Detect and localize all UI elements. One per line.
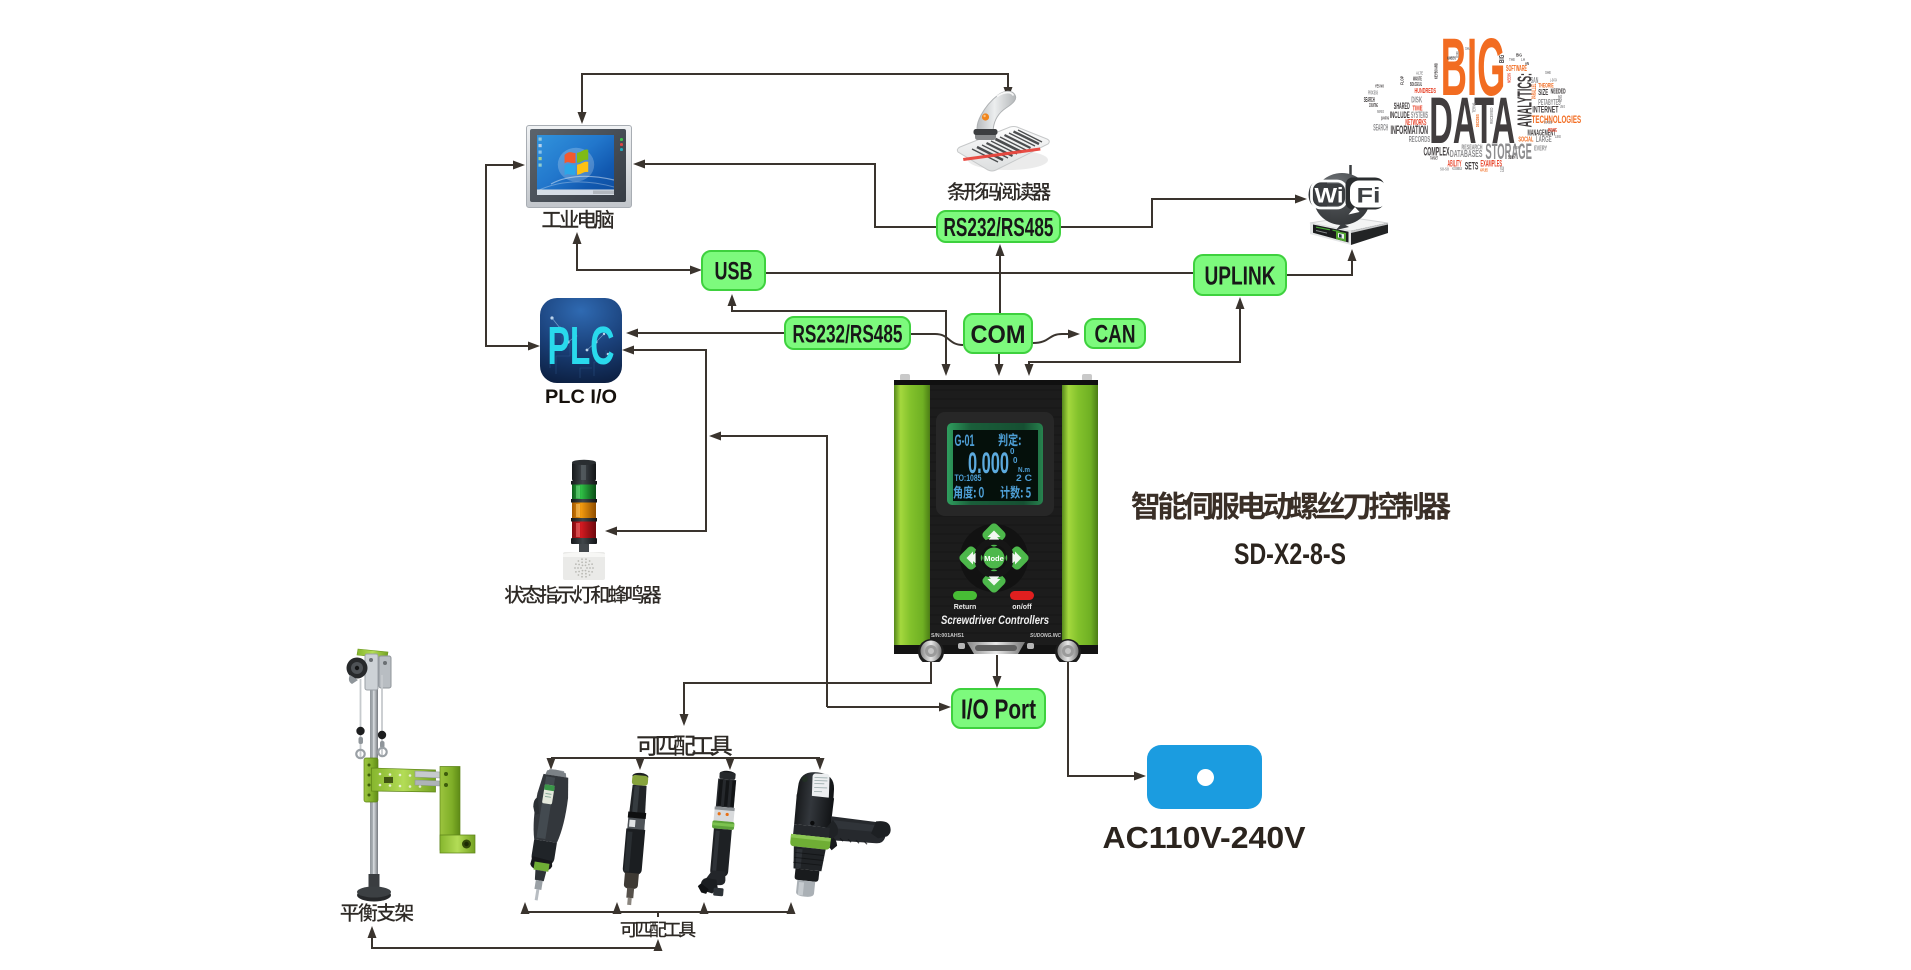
svg-text:SETS: SETS [1465,161,1479,173]
svg-text:NUMBERS: NUMBERS [1447,56,1456,62]
svg-text:DISK: DISK [1411,95,1422,104]
svg-text:YES NO: YES NO [1375,84,1384,90]
svg-text:ELEMENT: ELEMENT [1508,154,1516,159]
svg-text:Mode: Mode [984,554,1004,563]
svg-text:QUANTING: QUANTING [1381,115,1389,120]
svg-text:INTERNET: INTERNET [1532,105,1558,115]
svg-text:MANAGEMENT: MANAGEMENT [1528,129,1556,138]
svg-text:PRIVATE: PRIVATE [1548,128,1557,134]
svg-text:GLASSY: GLASSY [1500,166,1506,172]
svg-text:HUNDREDS: HUNDREDS [1415,86,1437,95]
svg-text:RECORDS: RECORDS [1409,135,1431,144]
svg-text:Wi: Wi [1315,185,1344,208]
svg-text:SHE: SHE [1545,70,1551,75]
svg-text:USB: USB [715,259,753,286]
svg-text:TO:1085: TO:1085 [955,473,983,484]
svg-text:BIG: BIG [1499,55,1506,63]
svg-text:RS232/RS485: RS232/RS485 [944,212,1054,242]
svg-text:NEEDS: NEEDS [1507,72,1513,82]
svg-text:EVERY: EVERY [1534,144,1547,153]
svg-text:NEEDED: NEEDED [1551,89,1566,96]
svg-text:Screwdriver Controllers: Screwdriver Controllers [941,615,1049,627]
svg-text:2 C: 2 C [1016,473,1032,484]
svg-text:LIKE: LIKE [1555,134,1561,139]
svg-text:ANALYTICS:: ANALYTICS: [1514,73,1537,128]
svg-text:N.m: N.m [1018,465,1030,474]
svg-text:AN: AN [1525,61,1529,66]
svg-text:INFORMATION: INFORMATION [1391,124,1429,137]
svg-text:RESEARCH: RESEARCH [1462,143,1483,151]
svg-text:SOCIAL: SOCIAL [1518,134,1533,143]
svg-text:PLC I/O: PLC I/O [545,387,617,408]
svg-text:EXAMPLES: EXAMPLES [1481,158,1503,168]
svg-text:DECIDES: DECIDES [1475,114,1481,128]
svg-text:G-01: G-01 [955,431,975,450]
svg-text:LINKS: LINKS [1560,104,1565,109]
svg-text:DATA: DATA [1429,83,1515,157]
svg-text:SUDONG.INC: SUDONG.INC [1030,633,1062,639]
svg-text:COMPLEX: COMPLEX [1424,146,1450,159]
svg-text:WASTE: WASTE [1413,76,1422,82]
svg-text:SHARED: SHARED [1394,101,1410,111]
svg-text:Fi: Fi [1357,185,1381,208]
svg-text:COM: COM [971,321,1026,349]
svg-text:AC110V-240V: AC110V-240V [1103,820,1306,854]
svg-text:APPLIED: APPLIED [1480,167,1488,172]
svg-text:SO-SO: SO-SO [1440,166,1449,171]
svg-text:RECEIVED: RECEIVED [1489,107,1495,124]
svg-text:QUANTITY: QUANTITY [1427,151,1434,156]
svg-text:WORK: WORK [1455,51,1460,58]
svg-text:S/N:001AHS1: S/N:001AHS1 [931,633,965,639]
svg-text:SEARCH: SEARCH [1364,97,1375,104]
svg-text:TERMS: TERMS [1472,103,1477,113]
svg-text:INCLUDE: INCLUDE [1390,110,1410,120]
svg-text:KEYBOARD: KEYBOARD [1433,63,1439,79]
svg-text:BIG: BIG [1441,25,1506,113]
svg-text:NETWORKS: NETWORKS [1405,118,1426,127]
svg-text:PARALLEL: PARALLEL [1531,83,1538,99]
svg-text:DATABASES: DATABASES [1450,149,1483,160]
svg-text:PROCESS: PROCESS [1368,91,1378,97]
svg-text:L-DATA: L-DATA [1550,77,1557,82]
svg-text:RS232/RS485: RS232/RS485 [793,320,903,348]
svg-text:ASSEMBLE: ASSEMBLE [1452,166,1462,171]
svg-text:UPLINK: UPLINK [1205,261,1276,291]
svg-text:CAN: CAN [1095,322,1136,349]
svg-text:LH: LH [1521,57,1525,62]
svg-text:ROWS: ROWS [1558,95,1564,102]
svg-text:I/O Port: I/O Port [961,694,1036,725]
svg-text:SYSTEMS: SYSTEMS [1411,110,1428,120]
svg-text:COUNTING: COUNTING [1369,103,1378,109]
svg-text:ABILITY: ABILITY [1448,159,1462,169]
svg-text:on/off: on/off [1012,604,1032,611]
svg-text:TIME: TIME [1413,106,1423,113]
svg-text:SOFTWARE: SOFTWARE [1506,64,1527,73]
svg-text:QUERY: QUERY [1513,145,1521,150]
svg-text:SIZE: SIZE [1538,88,1548,97]
svg-text:SHA: SHA [1465,46,1472,51]
svg-text:ALTE: ALTE [1416,71,1423,77]
svg-text:STORAGE: STORAGE [1485,139,1532,164]
svg-text:0: 0 [1010,447,1015,456]
svg-text:TARGET: TARGET [1430,156,1438,161]
svg-text:SAN: SAN [1531,76,1539,85]
svg-text:BIOLOGICAL: BIOLOGICAL [1410,82,1422,88]
svg-text:CAPTURE: CAPTURE [1544,120,1552,125]
svg-text:WERES: WERES [1377,109,1384,114]
svg-text:FLOP: FLOP [1399,76,1404,85]
svg-text:0: 0 [1013,456,1018,465]
svg-text:SD-X2-8-S: SD-X2-8-S [1234,538,1346,570]
svg-text:0.000: 0.000 [968,447,1009,480]
svg-text:Return: Return [954,604,977,611]
svg-text:PLC: PLC [548,316,615,376]
svg-text:THEORIE: THEORIE [1538,83,1554,90]
svg-text:TECHNOLOGIES: TECHNOLOGIES [1532,114,1582,126]
svg-text:THE: THE [1509,57,1515,62]
svg-text:PETABYTES: PETABYTES [1538,98,1561,107]
svg-text:SEARCH: SEARCH [1373,123,1388,133]
svg-text:BIG: BIG [1516,52,1522,57]
svg-text:LARGE: LARGE [1536,135,1552,144]
